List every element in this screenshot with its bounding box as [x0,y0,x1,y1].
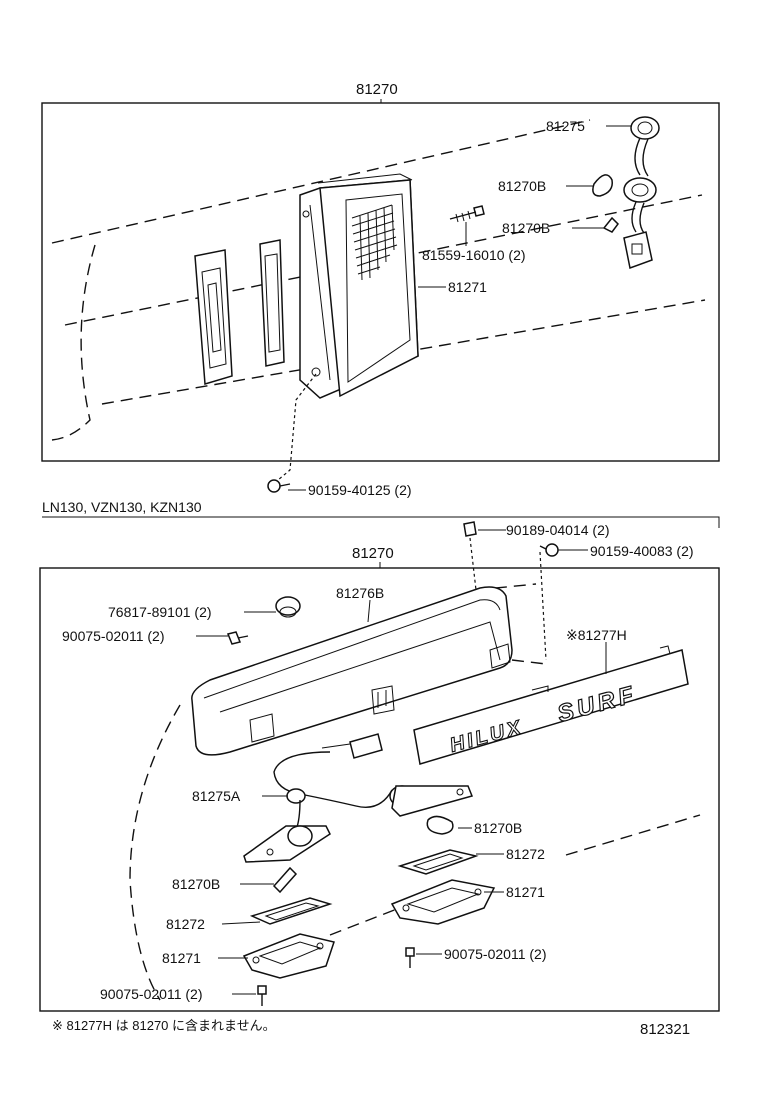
label-81271-top: 81271 [448,279,487,295]
bottom-assembly-label: 81270 [352,545,394,562]
socket-81275 [623,116,660,270]
label-81270B-a: 81270B [498,178,546,194]
figure-number: 812321 [640,1021,690,1038]
socket-81275A [273,751,415,831]
bottom-section: 81270 90189-04014 (2) 90159-40083 (2) [39,516,720,1012]
label-90075-02011-left: 90075-02011 (2) [100,986,202,1002]
label-81276B: 81276B [336,585,384,601]
lamp-housing-81271 [299,173,419,399]
top-section: 81270 [41,81,720,498]
grommet-76817 [275,596,301,618]
clip-90189-04014 [463,521,477,537]
lens-piece-inner [259,239,285,367]
label-81275: 81275 [546,118,585,134]
bracket-left [243,825,331,863]
label-81277H: ※81277H [566,627,627,643]
bolt-90159-40125 [267,479,291,493]
housing-81271-right [390,879,496,925]
bracket-right [391,785,474,817]
bulb-81270B-right [426,815,454,835]
label-81271-right: 81271 [506,884,545,900]
reflector-grid [351,204,398,281]
footnote: ※ 81277H は 81270 に含まれません。 [52,1018,276,1033]
lens-piece-outer [194,249,233,385]
label-90189-04014: 90189-04014 (2) [506,522,610,538]
bulb-81270B-b [602,216,619,233]
variant-label: LN130, VZN130, KZN130 [42,499,202,515]
label-81271-left: 81271 [162,950,201,966]
label-81275A: 81275A [192,788,241,804]
top-frame [41,102,720,462]
label-90075-02011-right: 90075-02011 (2) [444,946,546,962]
screw-90075-left [257,985,267,1006]
top-assembly-label: 81270 [356,81,398,98]
lamp-housing-81276B [191,586,513,756]
nut-90159-40083 [539,543,559,557]
bulb-81270B-a [592,174,613,197]
label-81272-right: 81272 [506,846,545,862]
lens-81272-right [397,849,479,875]
label-81559-16010: 81559-16010 (2) [422,247,526,263]
label-81270B-left: 81270B [172,876,220,892]
screw-81559 [449,205,485,223]
lens-81272-left [249,897,333,925]
label-90075-02011-top: 90075-02011 (2) [62,628,164,644]
screw-90075-right [405,947,415,968]
label-90159-40083: 90159-40083 (2) [590,543,694,559]
bulb-81270B-left [272,866,298,894]
garnish-81277H: HILUX SURF [413,645,689,765]
label-81270B-right: 81270B [474,820,522,836]
screw-90075-top [226,631,249,645]
label-90159-40125: 90159-40125 (2) [308,482,412,498]
label-81272-left: 81272 [166,916,205,932]
label-81270B-b: 81270B [502,220,550,236]
label-76817-89101: 76817-89101 (2) [108,604,212,620]
connector [321,733,383,759]
housing-81271-left [242,933,335,979]
